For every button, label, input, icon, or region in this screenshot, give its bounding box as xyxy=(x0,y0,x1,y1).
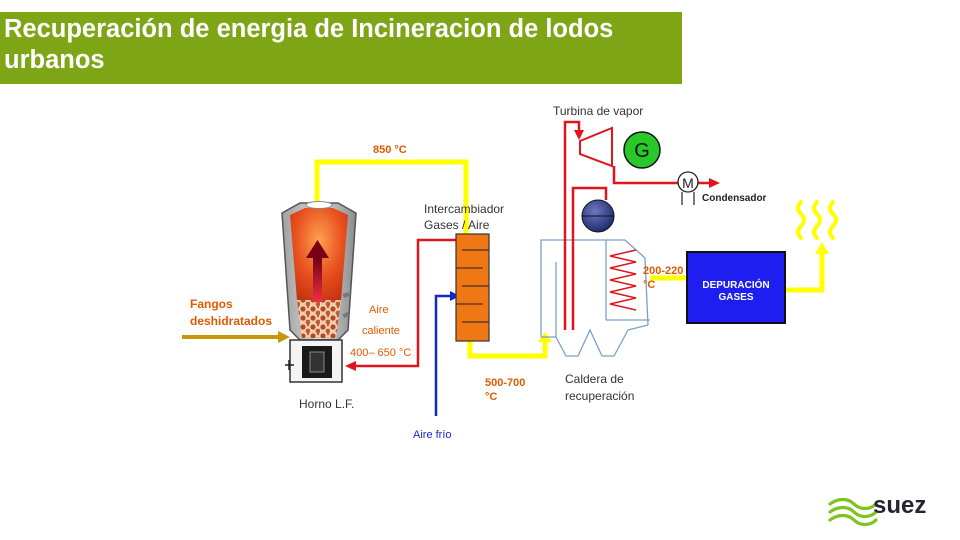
combustion-arrow-icon xyxy=(306,240,329,302)
heat-exchanger-icon xyxy=(455,233,490,342)
recovery-boiler-icon xyxy=(540,239,649,357)
flue-gas-pipe-exchanger-to-boiler xyxy=(467,340,548,359)
exchanger-label-line2: Gases / Aire xyxy=(424,218,490,232)
generator-icon xyxy=(623,131,661,169)
motor-label: M xyxy=(682,175,694,191)
boiler-label-line1: Caldera de xyxy=(565,372,624,386)
cold-air-pipe xyxy=(434,294,454,416)
temp-200-label-line1: 200-220 xyxy=(643,265,683,277)
fangos-label-line1: Fangos xyxy=(190,297,233,311)
aire-frio-label: Aire frío xyxy=(413,429,452,441)
generator-label: G xyxy=(634,140,650,162)
hot-air-arrowhead xyxy=(345,361,356,371)
motor-icon xyxy=(677,171,699,193)
temp-850-label: 850 °C xyxy=(373,144,407,156)
temp-400-label: 400– 650 °C xyxy=(350,347,411,359)
hot-air-pipe xyxy=(352,238,456,368)
steam-arrowhead-turbine xyxy=(574,130,584,140)
boiler-coil-icon xyxy=(609,249,637,311)
flue-gas-pipe-depuracion-to-stack xyxy=(785,252,825,293)
sludge-inlet-arrowhead xyxy=(278,331,290,343)
riser-pipe xyxy=(571,186,608,330)
depuracion-label-line2: GASES xyxy=(718,292,753,303)
temp-500-label-line2: °C xyxy=(485,391,497,403)
fangos-label-line2: deshidratados xyxy=(190,314,272,328)
temp-500-label-line1: 500-700 xyxy=(485,377,525,389)
exhaust-fumes-icon xyxy=(796,200,838,240)
suez-logo-text: suez xyxy=(873,492,927,519)
depuracion-box xyxy=(686,251,786,324)
slide-title: Recuperación de energia de Incineracion … xyxy=(4,15,614,74)
condenser-arrowhead xyxy=(709,178,720,188)
steam-turbine-icon xyxy=(579,126,613,168)
exchanger-label-line1: Intercambiador xyxy=(424,202,504,216)
steam-pipe-to-turbine xyxy=(563,120,581,330)
suez-logo-icon xyxy=(828,497,878,527)
flue-gas-arrowhead-stack xyxy=(815,242,829,254)
turbine-label: Turbina de vapor xyxy=(553,104,643,118)
cold-air-arrowhead xyxy=(450,291,460,301)
furnace-label: Horno L.F. xyxy=(299,397,354,411)
depuracion-label-line1: DEPURACIÓN xyxy=(702,278,769,291)
aire-caliente-label-line1: Aire xyxy=(369,304,389,316)
condenser-label: Condensador xyxy=(702,193,767,204)
title-bar: Recuperación de energia de Incineracion … xyxy=(0,12,682,84)
flue-gas-pipe-furnace-to-exchanger xyxy=(314,159,469,234)
boiler-label-line2: recuperación xyxy=(565,389,634,403)
aire-caliente-label-line2: caliente xyxy=(362,325,400,337)
temp-200-label-line2: °C xyxy=(643,279,655,291)
